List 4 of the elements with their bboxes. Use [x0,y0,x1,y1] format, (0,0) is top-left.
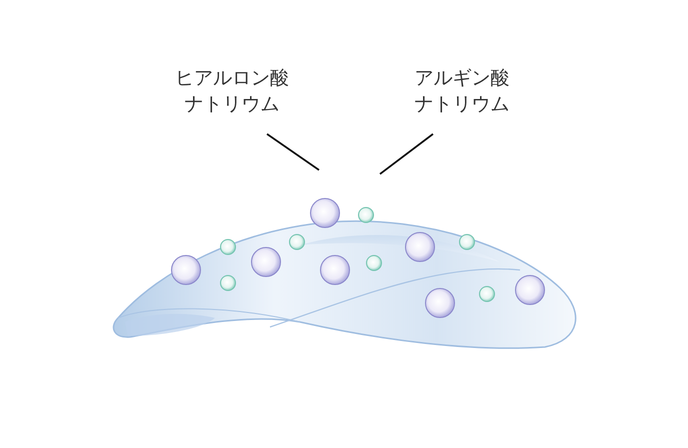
leader-line [266,133,320,171]
label-text: ヒアルロン酸ナトリウム [172,65,292,134]
label-text: アルギン酸ナトリウム [412,65,512,134]
leader-line [379,133,434,175]
